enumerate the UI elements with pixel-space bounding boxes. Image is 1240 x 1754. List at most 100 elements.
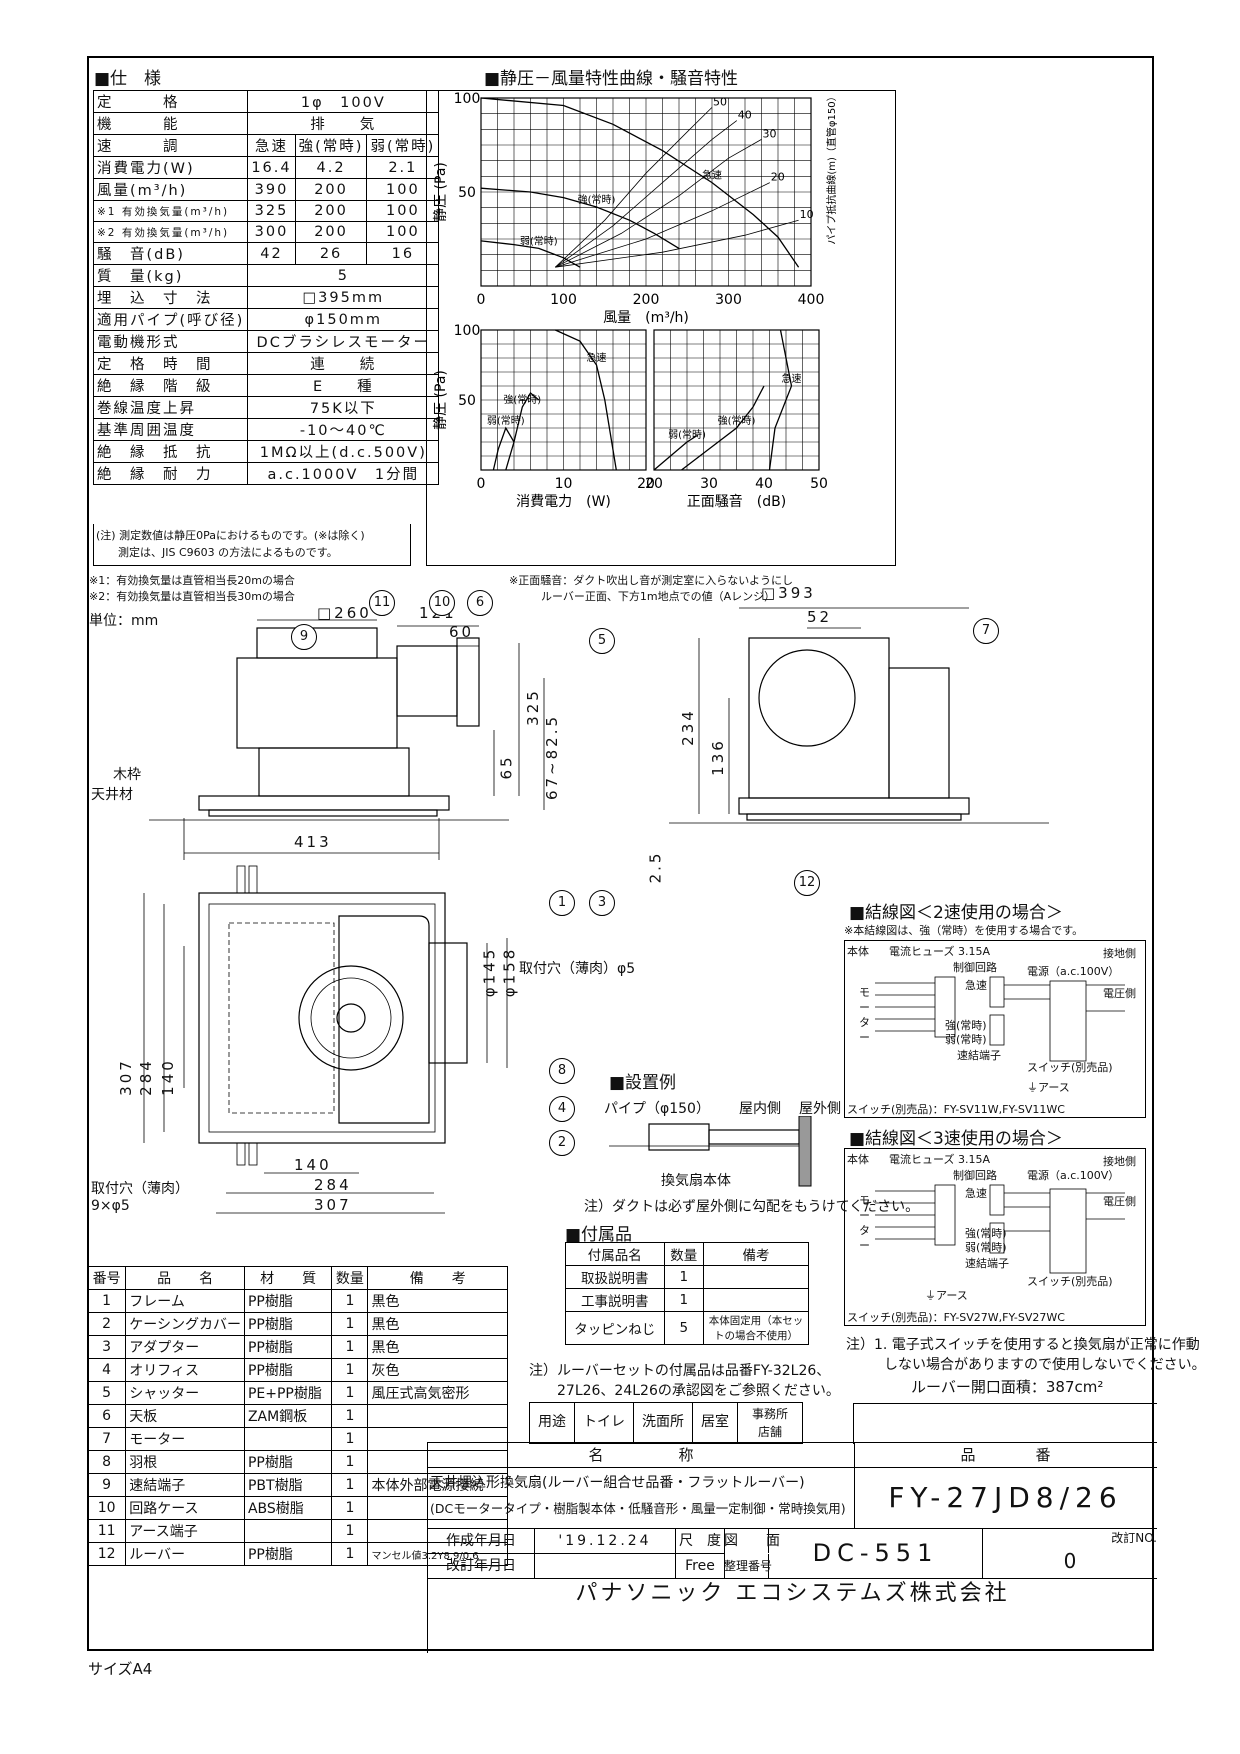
series-line [480, 240, 581, 268]
wiring3-title: ■結線図＜3速使用の場合＞ [849, 1129, 1063, 1149]
wiring3-honnai: 本体 [847, 1153, 869, 1166]
spec-row: 機 能排 気 [92, 112, 440, 135]
spec-label: 基準周囲温度 [92, 418, 249, 441]
y-tick-label: 100 [454, 91, 481, 107]
parts-cell: 天板 [125, 1404, 245, 1428]
spec-label: 風量(m³/h) [92, 178, 249, 201]
parts-cell: 5 [86, 1381, 127, 1405]
dim-284-vertical: 284 [136, 1058, 155, 1096]
spec-label: 電動機形式 [92, 330, 249, 353]
series-label: 強(常時) [578, 193, 616, 206]
spec-value: -10～40℃ [247, 418, 440, 441]
part-balloon: 11 [369, 590, 395, 616]
spec-value: 連 続 [247, 352, 440, 375]
label-mokuwaku: 木枠 [113, 767, 141, 783]
spec-row: 定 格 時 間連 続 [92, 352, 440, 375]
acc-cell: 1 [663, 1265, 705, 1289]
dim-2-5: 2.5 [646, 850, 665, 884]
side-terminal-box [888, 667, 950, 799]
acc-header: 備考 [703, 1242, 809, 1266]
wiring2-setchi: 接地側 [1103, 947, 1136, 960]
wiring2-switch: スイッチ(別売品) [1027, 1061, 1113, 1074]
parts-cell: 1 [331, 1335, 369, 1359]
front-frame [198, 795, 450, 811]
plan-adapter [428, 942, 468, 1064]
wiring2-renketsu: 速結端子 [957, 1049, 1001, 1062]
parts-cell: PP樹脂 [243, 1542, 333, 1566]
pipe-curve-label: 40 [738, 109, 752, 122]
spec-value: 1φ 100V [247, 90, 440, 113]
spec-value: 急速 [247, 134, 296, 157]
spec-row: 適用パイプ(呼び径)φ150mm [92, 308, 440, 331]
parts-cell [367, 1427, 508, 1451]
parts-cell: 1 [331, 1450, 369, 1474]
wiring3-setchi: 接地側 [1103, 1155, 1136, 1168]
x-tick-label: 300 [715, 292, 742, 308]
pipe-curve [555, 182, 770, 268]
y-tick-label: 100 [454, 323, 481, 339]
parts-cell: 1 [331, 1427, 369, 1451]
dim-140-vertical: 140 [158, 1058, 177, 1096]
wiring2-fuse: 電流ヒューズ 3.15A [889, 945, 990, 958]
side-view [669, 607, 1049, 824]
front-adapter [396, 645, 458, 717]
y-tick-label: 50 [458, 185, 476, 201]
spec-value: 5 [247, 264, 440, 287]
x-axis-label: 正面騒音 (dB) [687, 493, 786, 510]
spec-value: 4.2 [294, 156, 368, 179]
spec-row: 質 量(kg)5 [92, 264, 440, 287]
part-balloon: 8 [549, 1058, 575, 1084]
made-date-label: 作成年月日 [428, 1529, 535, 1554]
spec-value: 26 [294, 242, 368, 265]
wiring2-honnai: 本体 [847, 945, 869, 958]
wiring3-yowa: 弱(常時) [965, 1241, 1007, 1254]
parts-cell: 3 [86, 1335, 127, 1359]
dim-136: 136 [708, 738, 727, 776]
parts-cell: 灰色 [367, 1358, 508, 1382]
wiring3-denatsu: 電圧側 [1103, 1195, 1136, 1208]
part-balloon: 1 [549, 890, 575, 916]
x-axis-label: 風量 (m³/h) [603, 310, 689, 326]
pipe-curve [555, 120, 738, 268]
front-lower-body [258, 747, 410, 797]
wiring3-dengen: 電源（a.c.100V） [1027, 1169, 1120, 1182]
dim-234: 234 [678, 708, 697, 746]
bottom-view [143, 865, 508, 1214]
unit-label: 単位：mm [89, 613, 159, 629]
spec-label: 巻線温度上昇 [92, 396, 249, 419]
parts-cell: 1 [331, 1289, 369, 1313]
install-body: 換気扇本体 [661, 1173, 731, 1189]
seiri-label: 整理番号 [724, 1554, 772, 1579]
spec-row: 速 調急速強(常時)弱(常時) [92, 134, 440, 157]
scale-value: Free [676, 1554, 725, 1579]
plan-motor [336, 1003, 366, 1033]
series-line [681, 385, 765, 471]
acc-cell: 工事説明書 [565, 1288, 665, 1312]
pipe-curve [555, 219, 799, 268]
series-line [480, 187, 680, 249]
dim-307-vertical: 307 [116, 1058, 135, 1096]
wiring3-seigyo: 制御回路 [953, 1169, 997, 1182]
parts-cell: PP樹脂 [243, 1358, 333, 1382]
revise-date-label: 改訂年月日 [428, 1554, 535, 1579]
x-tick-label: 20 [637, 476, 655, 492]
parts-cell: 6 [86, 1404, 127, 1428]
parts-cell: モーター [125, 1427, 245, 1451]
spec-label: 定 格 時 間 [92, 352, 249, 375]
dim-260: □260 [317, 604, 372, 622]
wiring3-earth: ⏚アース [925, 1289, 968, 1302]
made-date-value: '19.12.24 [535, 1529, 676, 1554]
mechanical-drawing [143, 619, 545, 1214]
spec-label: 機 能 [92, 112, 249, 135]
plan-fan [298, 965, 404, 1071]
spec-value: 390 [247, 178, 296, 201]
dim-393: □393 [761, 584, 816, 602]
parts-cell [367, 1404, 508, 1428]
